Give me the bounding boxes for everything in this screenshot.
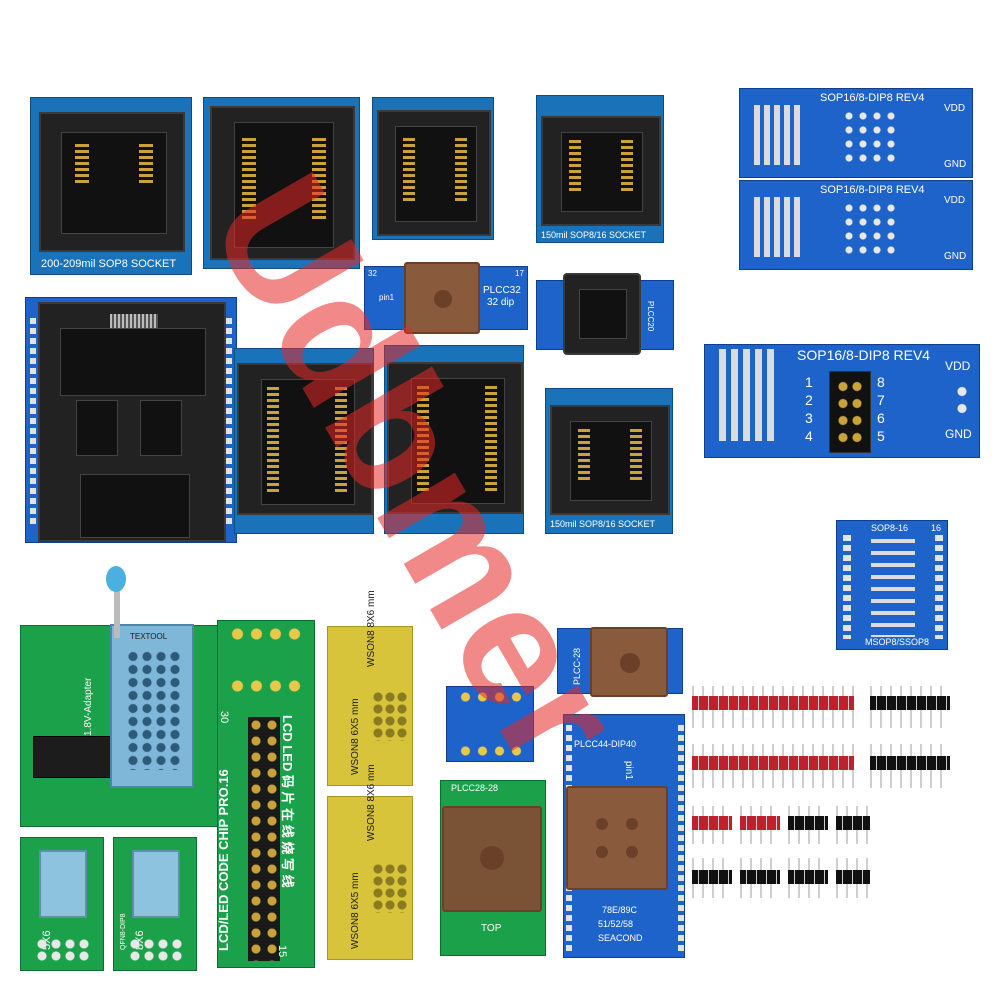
zif-lever-knob [106, 566, 126, 592]
adapter1-title: SOP16/8-DIP8 REV4 [820, 92, 925, 104]
wson-b-label: WSON8 6X5 mm [350, 698, 361, 775]
pin-header-4-e [692, 870, 732, 884]
plcc32-label: PLCC32 [483, 285, 521, 296]
sop8-200-label: 200-209mil SOP8 SOCKET [41, 258, 177, 270]
plcc44-brand: SEACOND [598, 933, 643, 943]
sop8-16-small-adapter: SOP8-16 16 MSOP8/SSOP8 [836, 520, 948, 650]
sop16-dip8-adapter-2: SOP16/8-DIP8 REV4 VDD GND [739, 180, 973, 270]
adapter1-dip-holes [842, 109, 898, 167]
pin-header-4-b [740, 816, 780, 830]
plcc28-socket [442, 806, 542, 912]
zif-socket: TEXTOOL [110, 624, 194, 788]
wson8-adapter-1: WSON8 8X6 mm WSON8 6X5 mm [327, 590, 413, 786]
pin-header-4-d [836, 816, 870, 830]
sop28-adapter-1 [234, 348, 374, 534]
sop-narrow-adapter-1 [372, 97, 494, 240]
pin-header-long-1 [692, 696, 854, 710]
adapter-18v-label: 1.8V-Adapter [83, 677, 94, 736]
lcd-led-code-board: 30 LCD/LED CODE CHIP PRO.16 LCD LED 码 片 … [216, 620, 315, 968]
pin-header-short-2 [870, 756, 950, 770]
sop-wide-socket [210, 106, 355, 260]
sop28-adapter-2 [384, 345, 524, 534]
plcc28-small-socket [590, 627, 668, 697]
plcc44-pin1: pin1 [623, 761, 634, 780]
qfn-clip-8x6 [132, 850, 180, 918]
plcc32-right-num: 17 [515, 269, 524, 278]
dip-header [829, 371, 871, 453]
plcc44-chips: 78E/89C [602, 905, 638, 915]
adapter3-nums-left: 1 2 3 4 [805, 374, 813, 444]
qfn8-adapter-5x6: 5X6 [20, 837, 104, 971]
num-30: 30 [218, 711, 230, 724]
adapter2-gnd: GND [944, 251, 967, 262]
sop8-200mil-adapter: 200-209mil SOP8 SOCKET [30, 97, 192, 275]
wson8-adapter-2: WSON8 8X6 mm WSON8 6X5 mm [327, 764, 413, 960]
qfn8-adapter-8x6: 8X6 QFN8-DIP8 [113, 837, 197, 971]
sop-wide-adapter-1 [203, 97, 360, 269]
num-15: 15 [276, 945, 288, 958]
qfn-dip8-label: QFN8-DIP8 [120, 913, 127, 950]
wson-c-label: WSON8 8X6 mm [366, 764, 377, 841]
adapter3-pads [719, 349, 777, 441]
sop16-dip8-adapter-3: SOP16/8-DIP8 REV4 1 2 3 4 8 7 6 5 VDD GN… [704, 344, 980, 458]
qfn-clip-5x6 [39, 850, 87, 918]
plcc28-top2: TOP [481, 923, 502, 934]
adapter2-title: SOP16/8-DIP8 REV4 [820, 184, 925, 196]
sop8-socket [39, 112, 185, 252]
plcc20-label: PLCC20 [646, 301, 655, 332]
wson-a-label: WSON8 8X6 mm [366, 590, 377, 667]
adapter2-dip-holes [842, 201, 898, 259]
spring [110, 314, 158, 328]
adapter1-gnd: GND [944, 159, 967, 170]
small-adapter-title: SOP8-16 [871, 523, 909, 533]
adapter3-vdd: VDD [945, 359, 971, 373]
ic-chip [33, 736, 119, 778]
adapter2-pads [754, 197, 802, 257]
sop28-socket-2 [387, 362, 523, 514]
sop8-16-adapter-a: 150mil SOP8/16 SOCKET [536, 95, 664, 243]
plcc28-top-label: PLCC28-28 [451, 783, 499, 793]
pin-header-4-a [692, 816, 732, 830]
pin-header-long-2 [692, 756, 854, 770]
adapter3-gnd: GND [945, 427, 972, 441]
pin-header-4-g [788, 870, 828, 884]
sop-narrow-socket [377, 110, 491, 236]
sop16-dip8-adapter-1: SOP16/8-DIP8 REV4 VDD GND [739, 88, 973, 178]
plcc32-left-num: 32 [368, 269, 377, 278]
adapter1-vdd: VDD [944, 103, 966, 114]
zif-lever [114, 578, 120, 638]
sop8-16-adapter-b: 150mil SOP8/16 SOCKET [545, 388, 673, 534]
adapter2-vdd: VDD [944, 195, 966, 206]
plcc20-socket [563, 273, 641, 355]
small-adapter-16: 16 [931, 523, 942, 533]
wson-d-label: WSON8 6X5 mm [350, 872, 361, 949]
lcd-cn-label: LCD LED 码 片 在 线 烧 写 线 [280, 715, 295, 888]
plcc44-label: PLCC44-DIP40 [574, 739, 637, 749]
sop8-breakout [446, 686, 534, 762]
tsop-clamshell-socket [38, 302, 226, 542]
adapter3-title: SOP16/8-DIP8 REV4 [797, 347, 931, 363]
sop8-16-socket-a [541, 116, 661, 226]
sop8-16-label-b: 150mil SOP8/16 SOCKET [550, 519, 656, 529]
plcc32-pin1: pin1 [379, 293, 395, 302]
adapter1-pads [754, 105, 802, 165]
plcc32-socket [404, 262, 480, 334]
lcd-code-label: LCD/LED CODE CHIP PRO.16 [216, 769, 231, 951]
textool-label: TEXTOOL [130, 632, 168, 641]
pin-header-2x15 [248, 717, 280, 961]
sop28-socket-1 [237, 363, 373, 515]
pin-header-4-c [788, 816, 828, 830]
small-adapter-footer: MSOP8/SSOP8 [865, 637, 930, 647]
pin-header-4-h [836, 870, 870, 884]
pin-header-short-1 [870, 696, 950, 710]
plcc32-dip-label: 32 dip [487, 297, 515, 308]
sop8-16-socket-b [550, 405, 670, 515]
sop8-16-label-a: 150mil SOP8/16 SOCKET [541, 230, 647, 240]
plcc44-chips2: 51/52/58 [598, 919, 634, 929]
pin-header-4-f [740, 870, 780, 884]
adapter3-nums-right: 8 7 6 5 [877, 374, 885, 444]
plcc44-socket [566, 786, 668, 890]
